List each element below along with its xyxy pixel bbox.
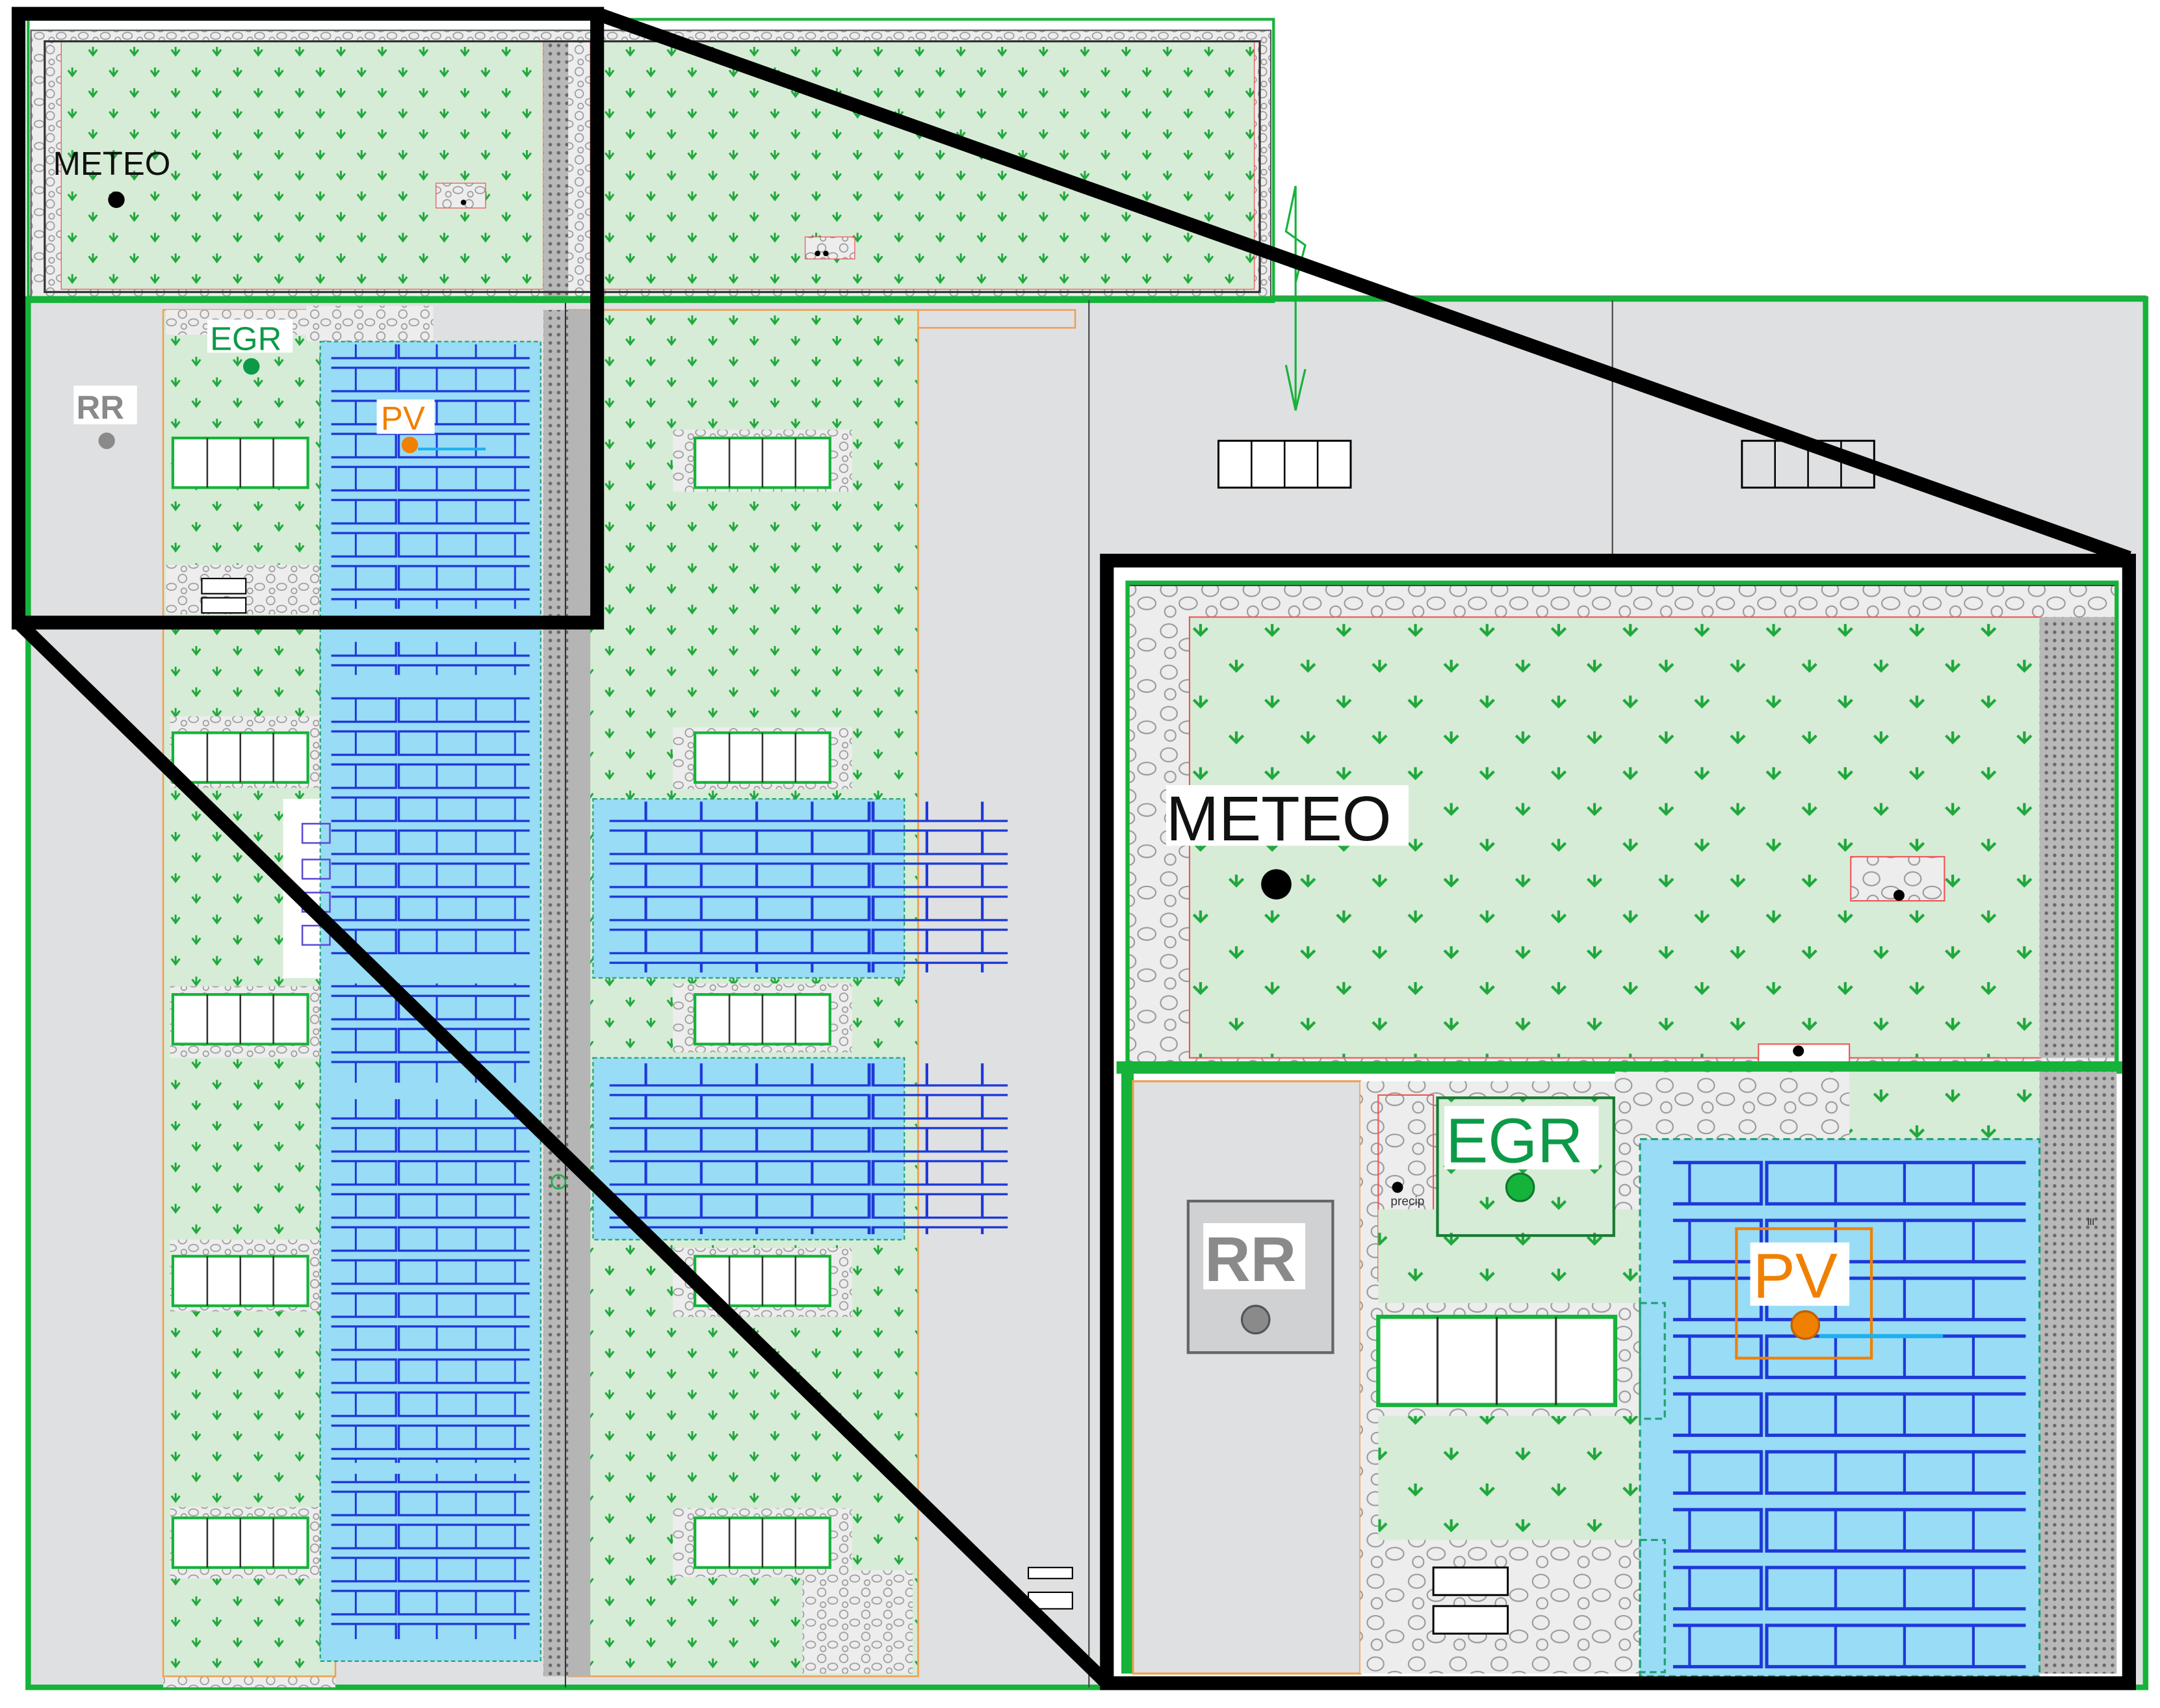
- rr-marker-small: [98, 432, 115, 449]
- svg-text:≡: ≡: [2083, 1218, 2098, 1226]
- egr-marker: [1505, 1172, 1535, 1202]
- pv-marker: [1790, 1310, 1821, 1340]
- meteo-label-small: METEO: [53, 145, 171, 182]
- rr-label-small: RR: [77, 389, 124, 426]
- zoom-inset: METEO EGR precip RR: [1106, 560, 2129, 1683]
- precip-label: precip: [1390, 1195, 1424, 1208]
- main-plan: METEO EGR RR PV: [25, 18, 2149, 1690]
- egr-label-small: EGR: [210, 320, 281, 357]
- north-arrow: [1284, 185, 1307, 411]
- egr-marker-small: [242, 358, 260, 375]
- egr-label: EGR: [1446, 1106, 1583, 1176]
- meteo-label: METEO: [1166, 783, 1392, 854]
- meteo-station-marker-small: [108, 191, 125, 209]
- rr-marker: [1240, 1304, 1271, 1335]
- zoom-connectors: [14, 7, 2131, 1689]
- pv-label-small: PV: [381, 400, 425, 437]
- zoom-source-frame: [11, 6, 605, 630]
- meteo-station-marker: [1261, 869, 1292, 899]
- pv-marker-small: [401, 436, 419, 454]
- rr-label: RR: [1204, 1224, 1296, 1295]
- zoom-inset-frame: [1100, 553, 2136, 1690]
- drainage-strip-top: [543, 41, 569, 296]
- pv-label: PV: [1753, 1240, 1838, 1311]
